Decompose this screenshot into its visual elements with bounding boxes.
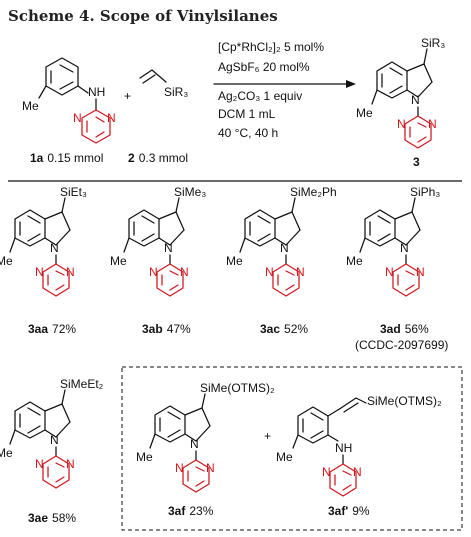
product-3-caption: 3 (413, 155, 420, 169)
sir3-group: SiR₃ (421, 36, 445, 50)
product-3ae-structure: SiMeEt₂ N Me N N (0, 377, 104, 489)
product-3af-prime-caption: 3af'9% (328, 504, 370, 518)
nh-atom: NH (88, 85, 105, 99)
condition-solvent: DCM 1 mL (218, 107, 276, 121)
methyl-label: Me (0, 446, 13, 460)
condition-temperature: 40 °C, 40 h (218, 126, 278, 140)
indoline-n-atom: N (280, 241, 289, 255)
methyl-label: Me (0, 254, 13, 268)
pyrimidine-n-atom: N (175, 461, 184, 475)
methyl-label: Me (226, 254, 243, 268)
indoline-n-atom: N (400, 241, 409, 255)
indoline-n-atom: N (164, 241, 173, 255)
pyrimidine-n-atom: N (180, 265, 189, 279)
pyrimidine-n-atom: N (35, 265, 44, 279)
methyl-label: Me (356, 106, 373, 120)
pyrimidine-n-atom: N (397, 117, 406, 131)
box-plus-sign: + (264, 429, 271, 443)
dashed-box (121, 366, 463, 531)
methyl-label: Me (110, 254, 127, 268)
silyl-group: SiMeEt₂ (60, 377, 104, 391)
pyrimidine-n-atom: N (322, 465, 331, 479)
silyl-group: SiMe(OTMS)₂ (367, 394, 442, 408)
nh-atom: NH (335, 441, 352, 455)
indoline-n-atom: N (50, 433, 59, 447)
methyl-label: Me (276, 450, 293, 464)
pyrimidine-n-atom: N (66, 265, 75, 279)
indoline-n-atom: N (411, 93, 420, 107)
condition-additive: AgSbF₆ 20 mol% (218, 60, 310, 74)
condition-oxidant: Ag₂CO₃ 1 equiv (218, 89, 302, 103)
indoline-n-atom: N (190, 437, 199, 451)
pyrimidine-n-atom: N (416, 265, 425, 279)
pyrimidine-n-atom: N (35, 457, 44, 471)
indoline-n-atom: N (50, 241, 59, 255)
pyrimidine-n-atom: N (385, 265, 394, 279)
pyrimidine-n-atom: N (206, 461, 215, 475)
reaction-arrow (213, 80, 356, 88)
ccdc-note: (CCDC-2097699) (355, 338, 448, 352)
pyrimidine-n-atom: N (265, 265, 274, 279)
pyrimidine-n-atom: N (353, 465, 362, 479)
scheme-title: Scheme 4. Scope of Vinylsilanes (8, 7, 278, 25)
pyrimidine-n-atom: N (428, 117, 437, 131)
product-3ab-structure: SiMe₃ N Me N N (110, 185, 206, 297)
pyrimidine-n-atom: N (66, 457, 75, 471)
silyl-group: SiMe(OTMS)₂ (200, 381, 275, 395)
reaction-conditions: [Cp*RhCl₂]₂ 5 mol% AgSbF₆ 20 mol% Ag₂CO₃… (218, 40, 324, 140)
product-3aa-structure: SiEt₃ N Me N N (0, 185, 87, 297)
silyl-group: SiPh₃ (410, 185, 440, 199)
plus-sign: + (124, 89, 131, 103)
pyrimidine-n-atom: N (296, 265, 305, 279)
pyrimidine-n-atom: N (107, 111, 116, 125)
silyl-group: SiEt₃ (60, 185, 87, 199)
product-3ac-structure: SiMe₂Ph N Me N N (226, 185, 337, 297)
product-3ad-structure: SiPh₃ N Me N N (346, 185, 440, 297)
silyl-group: SiMe₂Ph (290, 185, 337, 199)
reactant-2-structure: SiR₃ (139, 69, 188, 99)
condition-catalyst: [Cp*RhCl₂]₂ 5 mol% (218, 40, 324, 54)
product-3af-structure: SiMe(OTMS)₂ N Me N N (136, 381, 275, 493)
methyl-label: Me (22, 99, 39, 113)
product-3af-prime-structure: SiMe(OTMS)₂ NH Me N N (276, 394, 442, 497)
methyl-label: Me (346, 254, 363, 268)
pyrimidine-n-atom: N (149, 265, 158, 279)
silyl-group: SiMe₃ (174, 185, 206, 199)
product-3-structure: SiR₃ N Me N N (356, 36, 445, 149)
pyrimidine-n-atom: N (73, 111, 82, 125)
methyl-label: Me (136, 450, 153, 464)
reactant-1a-structure: NH Me N N (22, 57, 116, 144)
sir3-group: SiR₃ (164, 85, 188, 99)
